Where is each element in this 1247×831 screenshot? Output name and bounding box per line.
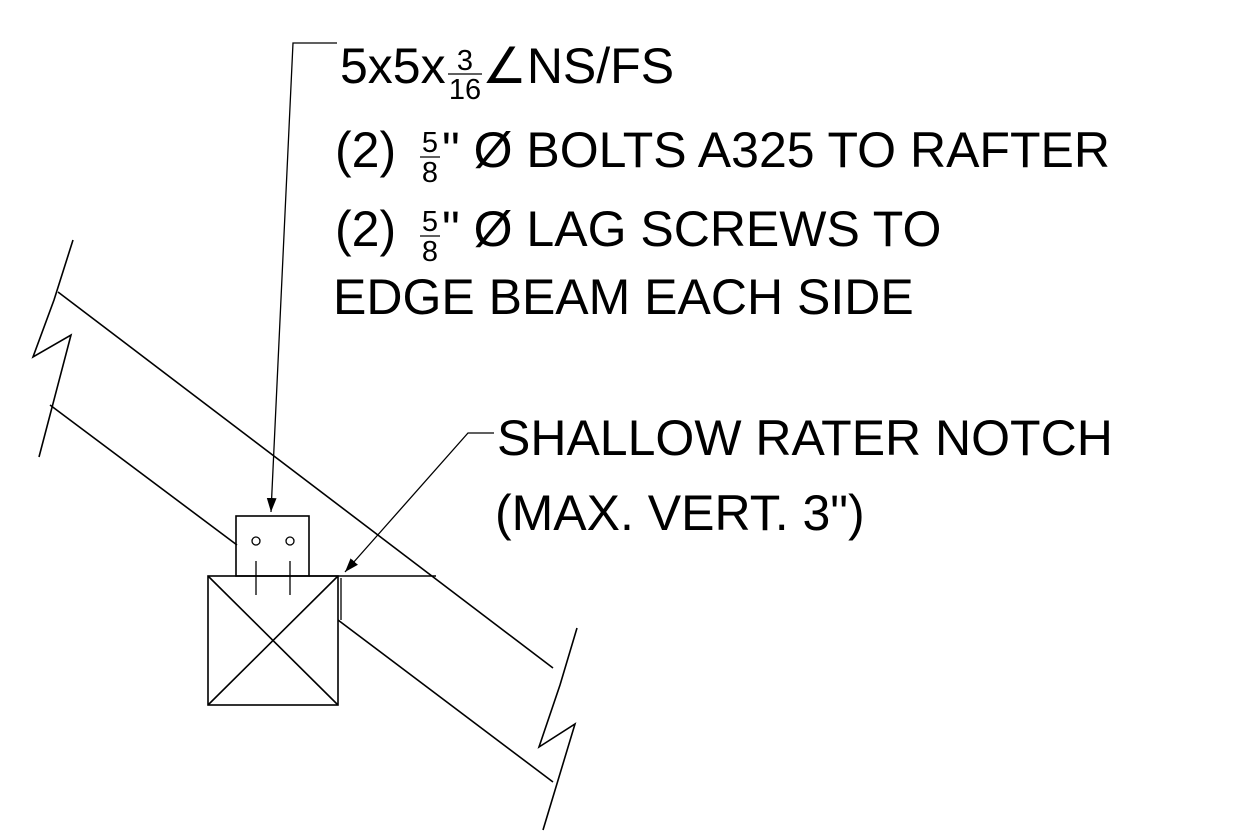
note-lag-prefix: (2)	[335, 201, 396, 257]
note-angle-suffix: ∠NS/FS	[482, 38, 674, 94]
rafter-top-edge	[57, 291, 554, 669]
rafter-bottom-edge-right	[337, 619, 554, 783]
note-angle-prefix: 5x5x	[340, 38, 446, 94]
bolt-hole-right	[285, 536, 295, 546]
note-notch-line2: (MAX. VERT. 3")	[495, 485, 865, 541]
note-angle: 5x5x	[340, 38, 446, 94]
rafter	[49, 291, 554, 783]
note-angle-frac-num: 3	[457, 45, 473, 77]
steel-angle	[235, 515, 310, 595]
note-lag-frac-den: 8	[422, 236, 438, 268]
leader-notch	[344, 432, 494, 573]
note-notch-line1: SHALLOW RATER NOTCH	[497, 410, 1113, 466]
note-bolts-suffix: " Ø BOLTS A325 TO RAFTER	[442, 122, 1110, 178]
break-line-right	[537, 627, 578, 831]
note-lag-line2: EDGE BEAM EACH SIDE	[333, 269, 914, 325]
note-bolts-frac-num: 5	[422, 127, 438, 159]
note-angle-frac-den: 16	[449, 74, 481, 106]
edge-beam	[207, 575, 339, 706]
leader-angle	[266, 42, 337, 513]
bolt-hole-left	[251, 536, 261, 546]
edge-beam-cross-2	[207, 575, 339, 706]
note-lag-suffix: " Ø LAG SCREWS TO	[442, 201, 941, 257]
angle-leg	[235, 515, 310, 577]
note-lag-frac-num: 5	[422, 206, 438, 238]
note-bolts-frac-den: 8	[422, 157, 438, 189]
note-bolts-prefix: (2)	[335, 122, 396, 178]
rafter-bottom-edge-left	[49, 404, 238, 546]
break-line-left	[31, 239, 74, 458]
